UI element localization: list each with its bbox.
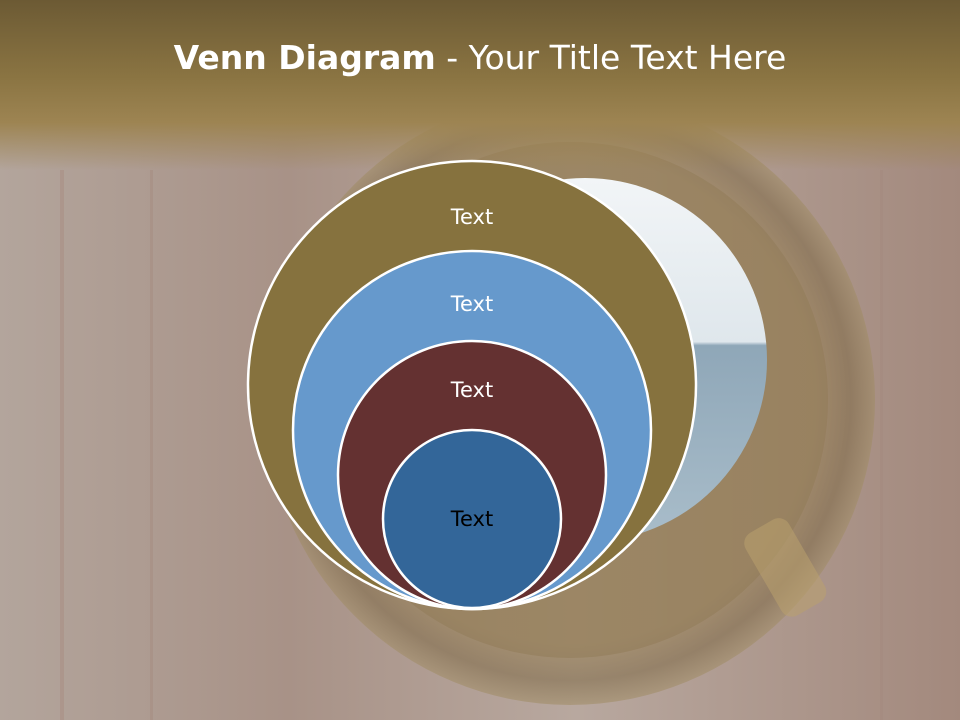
slide-title: Venn Diagram - Your Title Text Here (0, 38, 960, 77)
venn-label-outer: Text (450, 205, 493, 229)
title-rest-part: Your Title Text Here (468, 38, 787, 77)
venn-circle-inner[interactable] (381, 428, 563, 610)
venn-label-third: Text (450, 378, 493, 402)
title-band (0, 0, 960, 170)
venn-label-inner: Text (450, 507, 493, 531)
title-separator: - (435, 38, 469, 77)
title-bold-part: Venn Diagram (173, 38, 436, 77)
venn-label-second: Text (450, 292, 493, 316)
